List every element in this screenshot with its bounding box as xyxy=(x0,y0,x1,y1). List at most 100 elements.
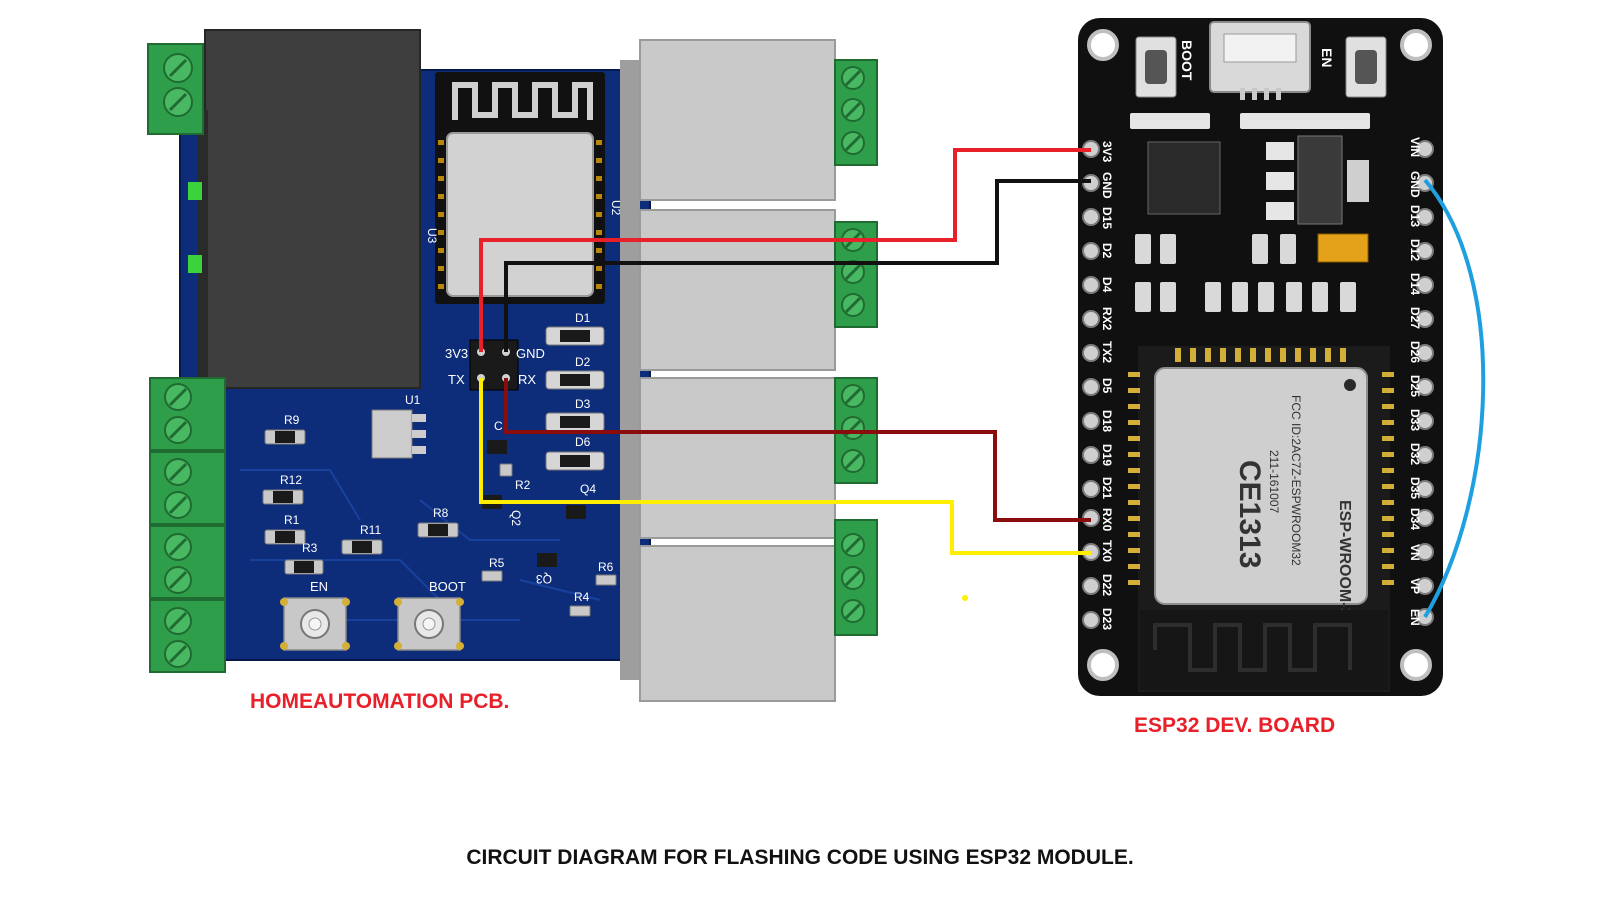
wire-gnd-en xyxy=(1423,178,1486,619)
label-d6: D6 xyxy=(575,435,591,449)
wire-3v3 xyxy=(479,148,1091,352)
pin-label-d5: D5 xyxy=(1100,378,1114,394)
pin-label-3v3: 3V3 xyxy=(1100,141,1114,163)
relays xyxy=(620,39,836,702)
wire-rx xyxy=(504,378,1091,522)
pin-label-d14: D14 xyxy=(1408,273,1422,295)
en-button[interactable]: EN xyxy=(280,579,350,651)
label-r1: R1 xyxy=(284,513,300,527)
terminal-block xyxy=(147,43,204,135)
esp-label-boot: BOOT xyxy=(1179,40,1195,81)
pin-label-d4: D4 xyxy=(1100,277,1114,293)
esp-label-en: EN xyxy=(1319,48,1335,67)
label-r6: R6 xyxy=(598,560,614,574)
pin-label-d32: D32 xyxy=(1408,443,1422,465)
diagram-caption: CIRCUIT DIAGRAM FOR FLASHING CODE USING … xyxy=(466,846,1134,869)
wifi-module-u2: U2 U3 xyxy=(425,72,623,304)
wire-gnd xyxy=(504,179,1091,352)
label-boot: BOOT xyxy=(429,579,466,594)
esp32-dev-board: BOOT EN xyxy=(1078,18,1443,696)
pin-label-vin: VIN xyxy=(1408,137,1422,157)
label-u3: U3 xyxy=(425,228,439,244)
label-q2: Q2 xyxy=(509,510,523,526)
pin-label-d21: D21 xyxy=(1100,477,1114,499)
power-module xyxy=(205,30,420,388)
voltage-regulator xyxy=(1297,135,1343,225)
terminal-blocks-right xyxy=(834,59,878,636)
pin-label-d22: D22 xyxy=(1100,574,1114,596)
led xyxy=(188,255,202,273)
pin-label-d26: D26 xyxy=(1408,341,1422,363)
pin-label-d18: D18 xyxy=(1100,410,1114,432)
label-r11: R11 xyxy=(360,523,381,537)
label-u1: U1 xyxy=(405,393,421,407)
esp32-caption: ESP32 DEV. BOARD xyxy=(1134,714,1336,737)
label-q3: Q3 xyxy=(536,572,552,586)
left-pin-header xyxy=(1082,140,1100,629)
pin-label-gnd: GND xyxy=(1100,172,1114,199)
pin-label-d15: D15 xyxy=(1100,207,1114,229)
esp-wroom-32-module: FCC ID:2AC7Z-ESPWROOM32 211-161007 CE131… xyxy=(1138,346,1390,692)
pin-label-rx2: RX2 xyxy=(1100,307,1114,331)
relay xyxy=(639,39,836,201)
homeautomation-pcb: U2 U3 3V3 GND TX RX D1 D2 D3 D6 xyxy=(147,29,878,702)
boot-button[interactable]: BOOT xyxy=(394,579,466,651)
module-fcc-text: FCC ID:2AC7Z-ESPWROOM32 xyxy=(1289,395,1303,566)
label-r4: R4 xyxy=(574,590,590,604)
relay xyxy=(639,209,836,371)
label-d3: D3 xyxy=(575,397,591,411)
label-r8: R8 xyxy=(433,506,449,520)
relay xyxy=(639,545,836,702)
pin-label-en: EN xyxy=(1408,609,1422,626)
header-label-rx: RX xyxy=(518,372,536,387)
pin-label-d34: D34 xyxy=(1408,508,1422,530)
header-label-3v3: 3V3 xyxy=(445,346,468,361)
tantalum-cap xyxy=(1317,233,1369,263)
regulator-u1: U1 xyxy=(371,393,426,459)
usb-uart-chip xyxy=(1147,141,1221,215)
label-r3: R3 xyxy=(302,541,318,555)
label-d1: D1 xyxy=(575,311,591,325)
label-r2: R2 xyxy=(515,478,531,492)
label-en: EN xyxy=(310,579,328,594)
module-name: ESP-WROOM-32 xyxy=(1336,500,1353,625)
label-q4: Q4 xyxy=(580,482,596,496)
wires xyxy=(479,148,1486,619)
module-r-code: 211-161007 xyxy=(1267,450,1281,513)
pin-label-rx0: RX0 xyxy=(1100,508,1114,532)
label-r9: R9 xyxy=(284,413,300,427)
label-r5: R5 xyxy=(489,556,505,570)
stray-dot xyxy=(962,595,968,601)
label-r12: R12 xyxy=(280,473,302,487)
terminal-blocks-left xyxy=(149,377,226,673)
label-d2: D2 xyxy=(575,355,591,369)
pin-label-d2: D2 xyxy=(1100,243,1114,259)
pin-label-tx0: TX0 xyxy=(1100,540,1114,562)
label-u2: U2 xyxy=(609,200,623,216)
module-ce-text: CE1313 xyxy=(1233,460,1266,568)
pin-label-tx2: TX2 xyxy=(1100,341,1114,363)
diodes: D1 D2 D3 D6 xyxy=(545,311,605,471)
relay xyxy=(639,377,836,539)
header-label-gnd: GND xyxy=(516,346,545,361)
pin-label-d13: D13 xyxy=(1408,205,1422,227)
label-c: C xyxy=(494,419,503,433)
pin-label-d33: D33 xyxy=(1408,409,1422,431)
header-label-tx: TX xyxy=(448,372,465,387)
esp32-en-button[interactable]: EN xyxy=(1319,36,1387,98)
pcb-caption: HOMEAUTOMATION PCB. xyxy=(250,690,510,713)
esp32-boot-button[interactable]: BOOT xyxy=(1135,36,1195,98)
pin-label-d27: D27 xyxy=(1408,307,1422,329)
pin-label-vp: VP xyxy=(1408,578,1422,594)
led xyxy=(188,182,202,200)
pin-label-d23: D23 xyxy=(1100,608,1114,630)
pin-label-d35: D35 xyxy=(1408,477,1422,499)
wire-tx xyxy=(479,378,1091,555)
right-pin-header xyxy=(1416,140,1434,626)
pin-label-gnd-right: GND xyxy=(1408,171,1422,198)
pin-label-d25: D25 xyxy=(1408,375,1422,397)
pin-label-d12: D12 xyxy=(1408,239,1422,261)
pin-label-vn: VN xyxy=(1408,544,1422,561)
pin-label-d19: D19 xyxy=(1100,444,1114,466)
